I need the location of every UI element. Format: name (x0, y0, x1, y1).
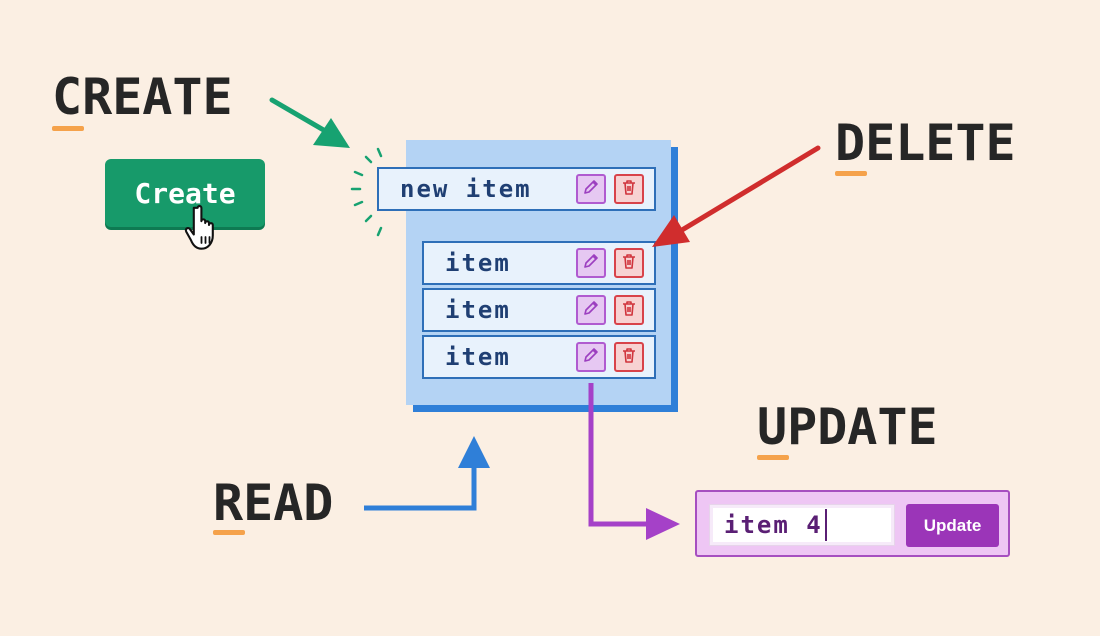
hand-pointer-icon (184, 205, 214, 250)
update-label-underline (757, 455, 789, 460)
sparkle-icon (350, 147, 383, 237)
trash-icon (620, 178, 638, 200)
read-label: READ (213, 474, 334, 532)
list-item[interactable]: item (422, 241, 656, 285)
update-arrow (588, 383, 680, 540)
update-input-value: item 4 (724, 511, 823, 539)
update-input[interactable]: item 4 (709, 504, 895, 546)
update-form: item 4 Update (695, 490, 1010, 557)
pencil-icon (582, 346, 600, 368)
update-button[interactable]: Update (906, 504, 999, 547)
list-item-delete-button[interactable] (614, 248, 644, 278)
create-arrow (269, 97, 350, 148)
pencil-icon (582, 178, 600, 200)
trash-icon (620, 252, 638, 274)
delete-arrow (652, 145, 821, 247)
update-label: UPDATE (757, 398, 938, 456)
list-item-text: item (445, 343, 511, 371)
text-caret (824, 509, 827, 541)
update-button-label: Update (923, 515, 982, 535)
pencil-icon (582, 252, 600, 274)
new-item-row[interactable]: new item (377, 167, 656, 211)
read-arrow (364, 436, 490, 511)
trash-icon (620, 299, 638, 321)
list-item-edit-button[interactable] (576, 342, 606, 372)
new-item-text: new item (400, 175, 532, 203)
trash-icon (620, 346, 638, 368)
create-button[interactable]: Create (105, 159, 265, 227)
list-item[interactable]: item (422, 335, 656, 379)
delete-label: DELETE (835, 114, 1016, 172)
list-item-edit-button[interactable] (576, 248, 606, 278)
new-item-edit-button[interactable] (576, 174, 606, 204)
list-item-text: item (445, 249, 511, 277)
read-label-underline (213, 530, 245, 535)
new-item-delete-button[interactable] (614, 174, 644, 204)
list-item-text: item (445, 296, 511, 324)
pencil-icon (582, 299, 600, 321)
create-label-underline (52, 126, 84, 131)
list-item-edit-button[interactable] (576, 295, 606, 325)
delete-label-underline (835, 171, 867, 176)
list-item-delete-button[interactable] (614, 295, 644, 325)
list-item[interactable]: item (422, 288, 656, 332)
create-label: CREATE (52, 68, 233, 126)
create-button-label: Create (134, 176, 236, 210)
list-item-delete-button[interactable] (614, 342, 644, 372)
